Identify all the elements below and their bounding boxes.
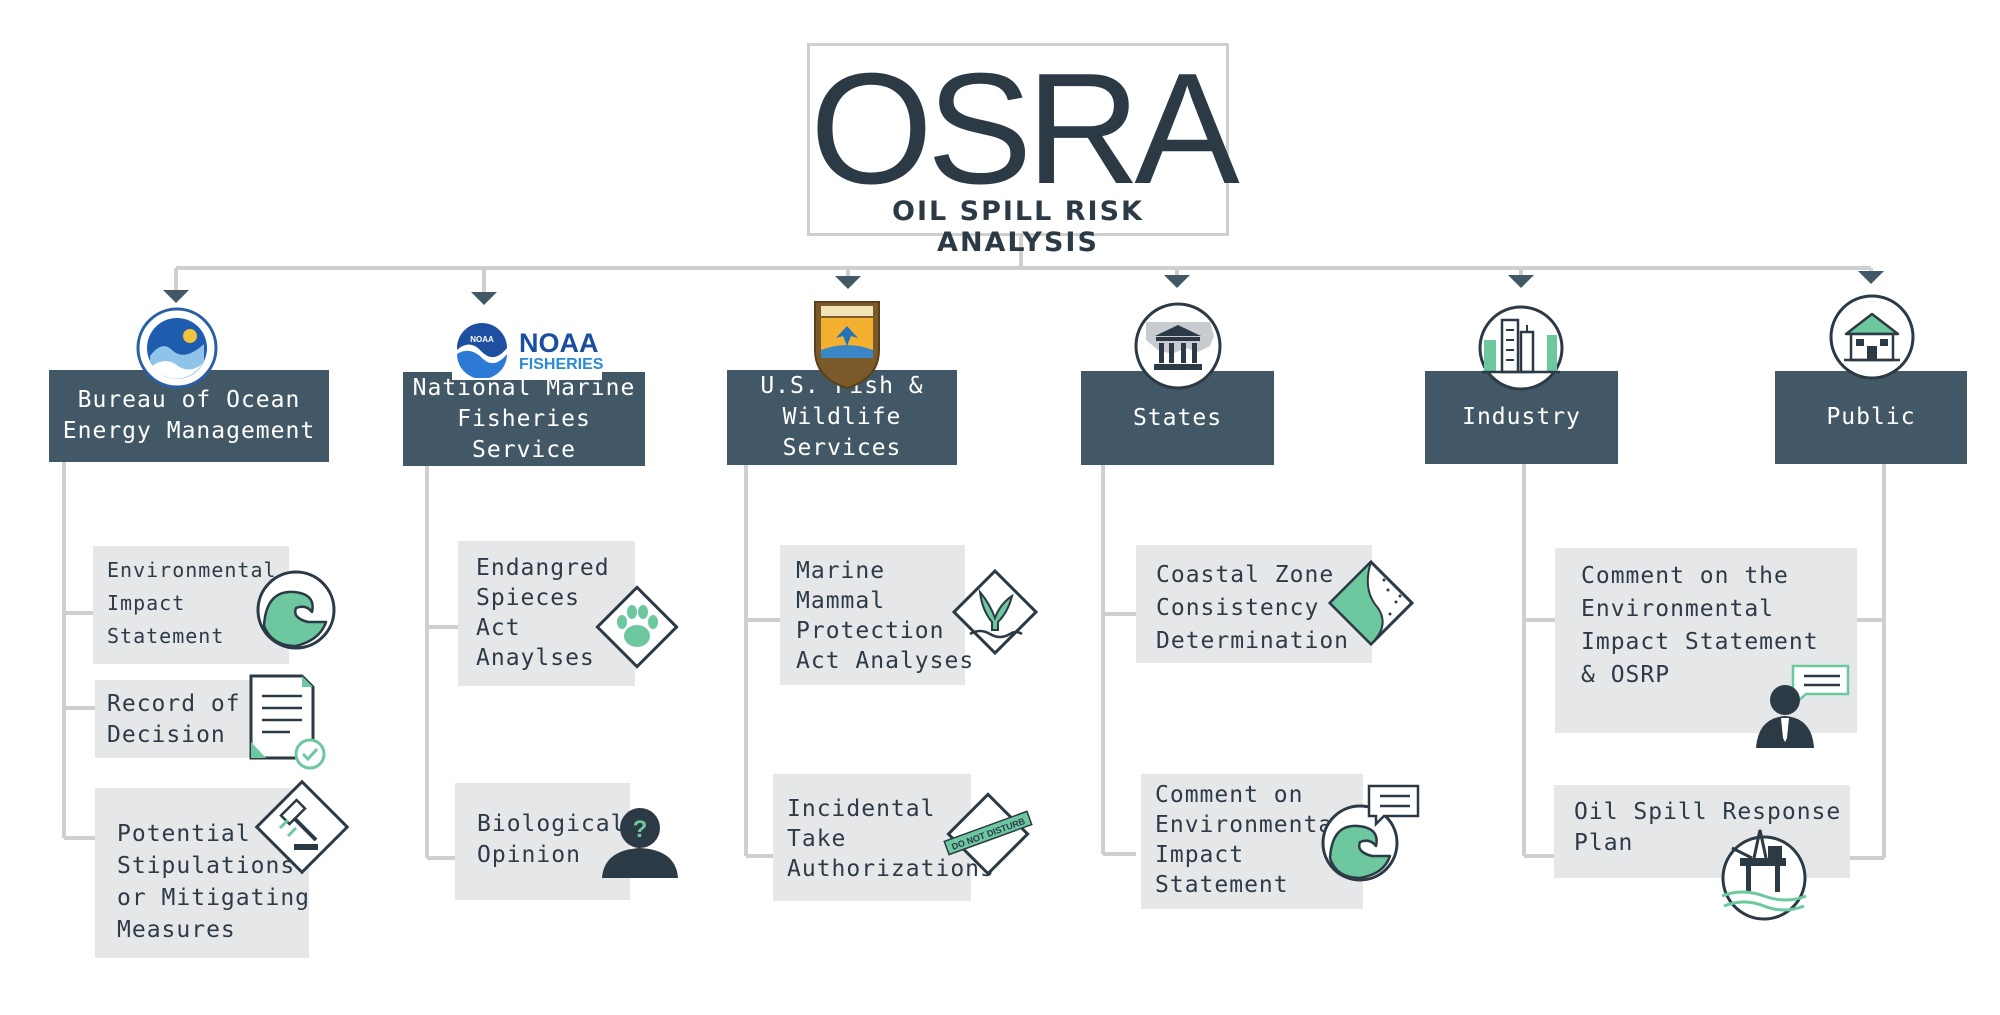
card-usfws-incidental-take: Incidental Take Authorizations [773,774,994,901]
card-industry-osrp: Oil Spill Response Plan [1554,785,1850,878]
osra-title-box: OSRA OIL SPILL RISK ANALYSIS [807,41,1240,258]
arrow-down-icon [1858,271,1884,284]
arrow-down-icon [1508,275,1534,288]
card-states-comment-eis: Comment on Environmental Impact Statemen… [1141,774,1363,909]
header-industry: Industry [1425,371,1618,464]
card-boem-eis: Environmental Impact Statement [93,546,289,664]
card-boem-stipulations: Potential Stipulations or Mitigating Mea… [95,788,309,958]
arrow-down-icon [835,276,861,289]
arrow-down-icon [1164,275,1190,288]
card-usfws-mmpa: Marine Mammal Protection Act Analyses [780,545,973,685]
osra-title: OSRA [810,41,1240,217]
osra-subtitle: OIL SPILL RISK ANALYSIS [892,196,1144,258]
svg-text:NOAA: NOAA [470,335,494,344]
header-public: Public [1775,371,1967,464]
noaa-badge-icon: NOAA [457,323,507,378]
card-nmfs-esa: Endangred Spieces Act Anaylses [458,541,635,686]
arrow-down-icon [163,290,189,303]
header-usfws: U.S. Fish &Wildlife Services [727,370,957,465]
card-boem-rod: Record of Decision [95,680,265,758]
card-nmfs-biological-opinion: Biological Opinion [455,783,630,900]
arrow-down-icon [471,292,497,305]
card-states-czcd: Coastal Zone Consistency Determination [1136,545,1372,663]
header-states: States [1081,371,1274,465]
noaa-fisheries-logo: NOAA NOAA FISHERIES [452,318,603,380]
card-industry-comment: Comment on the Environmental Impact Stat… [1555,548,1857,733]
